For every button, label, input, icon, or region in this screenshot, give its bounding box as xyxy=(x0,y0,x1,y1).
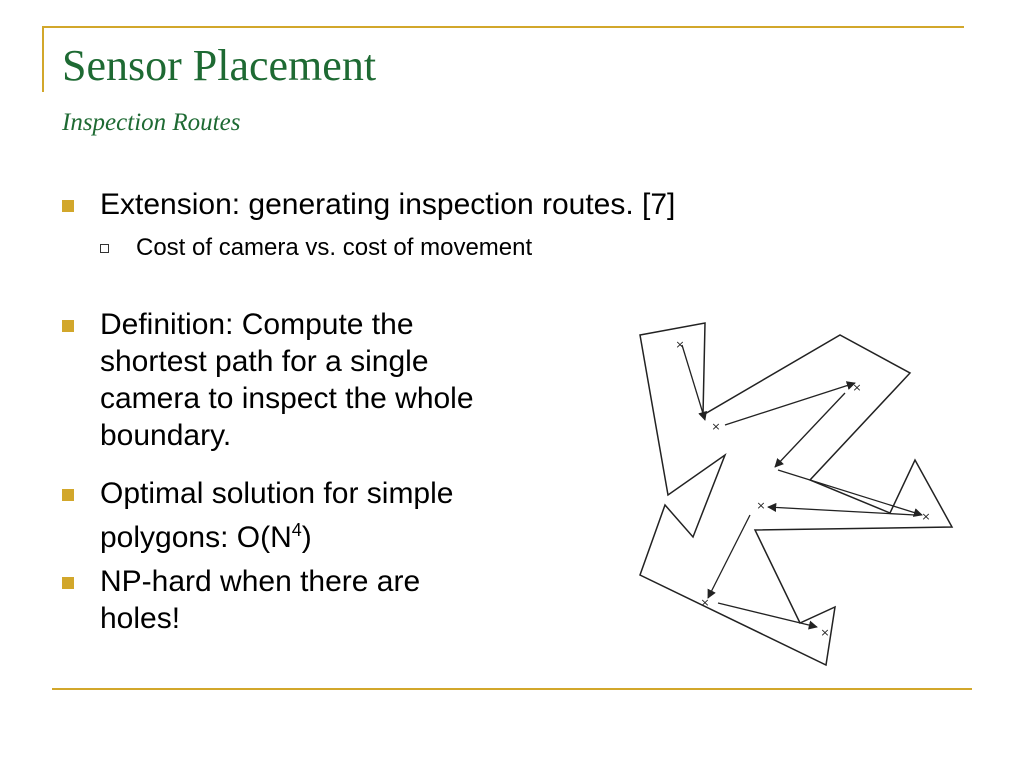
stop-marker-icon: × xyxy=(921,510,930,523)
slide-subtitle: Inspection Routes xyxy=(62,109,241,136)
bullet-np-hard: NP-hard when there are holes! xyxy=(62,563,420,637)
square-bullet-icon xyxy=(62,489,74,501)
square-bullet-icon xyxy=(62,200,74,212)
sub-bullet-text: Cost of camera vs. cost of movement xyxy=(136,234,533,261)
stop-marker-icon: × xyxy=(820,626,829,639)
hollow-square-bullet-icon xyxy=(100,243,109,253)
bullet-line: camera to inspect the whole xyxy=(100,382,474,415)
camera-stop-markers: × × × × × × × xyxy=(675,338,930,639)
bullet-text: Optimal solution for simple polygons: O(… xyxy=(100,475,453,556)
route-path xyxy=(681,344,923,630)
bullet-text: Extension: generating inspection routes.… xyxy=(100,188,676,221)
stop-marker-icon: × xyxy=(711,420,720,433)
stop-marker-icon: × xyxy=(852,381,861,394)
exponent: 4 xyxy=(291,520,302,540)
bullet-text: Definition: Compute the shortest path fo… xyxy=(100,306,474,454)
inspection-route-figure: × × × × × × × xyxy=(639,322,954,667)
polygon-outline xyxy=(639,322,954,667)
bullet-line: shortest path for a single xyxy=(100,345,429,378)
frame-horizontal-line xyxy=(42,26,964,28)
square-bullet-icon xyxy=(62,577,74,589)
frame-vertical-line xyxy=(42,26,44,92)
stop-marker-icon: × xyxy=(700,596,709,609)
bullet-line: NP-hard when there are xyxy=(100,565,421,598)
bullet-optimal: Optimal solution for simple polygons: O(… xyxy=(62,475,453,556)
bullet-line: boundary. xyxy=(100,419,232,452)
bullet-line-post: ) xyxy=(301,521,312,554)
bullet-line: Optimal solution for simple xyxy=(100,477,454,510)
square-bullet-icon xyxy=(62,320,74,332)
footer-divider xyxy=(52,688,972,690)
slide-title: Sensor Placement xyxy=(62,41,377,90)
bullet-line: polygons: O(N4) xyxy=(100,512,453,556)
bullet-text: NP-hard when there are holes! xyxy=(100,563,420,637)
stop-marker-icon: × xyxy=(756,499,765,512)
bullet-line: Definition: Compute the xyxy=(100,308,414,341)
bullet-extension: Extension: generating inspection routes.… xyxy=(62,186,675,223)
bullet-definition: Definition: Compute the shortest path fo… xyxy=(62,306,474,454)
bullet-line-pre: polygons: O(N xyxy=(100,521,292,554)
sub-bullet-cost: Cost of camera vs. cost of movement xyxy=(100,234,532,262)
stop-marker-icon: × xyxy=(675,338,684,351)
bullet-line: holes! xyxy=(100,602,181,635)
